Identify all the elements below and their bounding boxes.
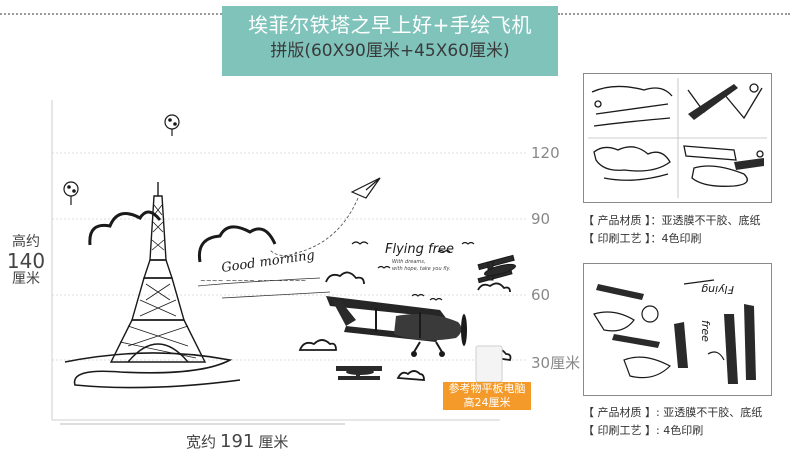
thumb2-free-text: free — [699, 320, 712, 342]
small-biplane-icon — [336, 366, 382, 380]
bird-icon — [429, 297, 443, 301]
script-line — [221, 291, 331, 299]
cloud-icon — [88, 210, 162, 246]
spec-material-1: 【 产品材质 】：亚透膜不干胶、底纸 — [583, 214, 761, 227]
good-morning-text: Good morning — [220, 248, 315, 276]
svg-text:~~~~ ~~~~~ ~~~ ~~~~~: ~~~~ ~~~~~ ~~~ ~~~~~ — [200, 277, 307, 285]
scale-label-120: 120 — [531, 144, 560, 162]
spec-material-2: 【 产品材质 】: 亚透膜不干胶、底纸 — [583, 406, 763, 419]
plane-trail — [269, 197, 359, 256]
paper-plane-icon — [350, 177, 381, 199]
reference-line-1: 参考物平板电脑 — [448, 382, 526, 395]
flying-free-sub-1: With dreams, — [392, 259, 426, 265]
width-prefix: 宽约 — [186, 433, 217, 451]
spec-block-2: 【 产品材质 】: 亚透膜不干胶、底纸 【 印刷工艺 】: 4色印刷 — [583, 404, 762, 440]
width-unit: 厘米 — [258, 433, 289, 451]
spec-block-1: 【 产品材质 】：亚透膜不干胶、底纸 【 印刷工艺 】：4色印刷 — [583, 212, 761, 248]
cloud-icon — [325, 271, 365, 285]
scale-label-60: 60 — [531, 286, 551, 304]
scale-label-30: 30厘米 — [531, 354, 581, 372]
balloon-icon — [63, 181, 79, 205]
height-unit: 厘米 — [12, 271, 40, 288]
dotted-divider-left — [0, 13, 222, 15]
flying-free-sub-2: with hope, take you fly. — [392, 266, 451, 272]
sheet-preview-1-art — [588, 78, 767, 198]
sheet-preview-2-art: Flying free — [593, 279, 756, 384]
height-label: 高约 140 厘米 — [0, 234, 52, 288]
swirl-base — [64, 352, 241, 389]
title-line-1: 埃菲尔铁塔之早上好+手绘飞机 — [248, 13, 532, 37]
title-line-2: 拼版(60X90厘米+45X60厘米) — [270, 41, 510, 61]
bird-icon — [377, 265, 391, 269]
scale-label-90: 90 — [531, 210, 551, 228]
flying-free-text: Flying free — [385, 242, 454, 257]
big-biplane-icon — [326, 296, 467, 357]
reference-line-2: 高24厘米 — [463, 396, 511, 409]
reference-object-label: 参考物平板电脑 高24厘米 — [443, 382, 531, 410]
bird-icon — [411, 293, 425, 297]
height-prefix: 高约 — [12, 234, 40, 250]
eiffel-tower — [109, 182, 207, 363]
balloon-icon — [164, 114, 180, 136]
title-banner: 埃菲尔铁塔之早上好+手绘飞机 拼版(60X90厘米+45X60厘米) — [222, 6, 558, 76]
sheet-preview-1 — [583, 73, 772, 203]
height-value: 140 — [6, 249, 46, 274]
bird-icon — [351, 241, 369, 245]
cloud-icon — [477, 282, 511, 293]
cloud-icon — [298, 339, 337, 351]
bird-icon — [437, 249, 451, 253]
width-value: 191 — [220, 431, 255, 452]
sheet-preview-2: Flying free — [583, 263, 772, 396]
cloud-icon — [396, 370, 425, 381]
dotted-divider-right — [558, 13, 790, 15]
spec-process-1: 【 印刷工艺 】：4色印刷 — [583, 232, 702, 245]
tablet-reference — [475, 345, 503, 383]
spec-process-2: 【 印刷工艺 】: 4色印刷 — [583, 424, 704, 437]
cloud-icon — [197, 225, 277, 263]
script-line — [197, 277, 321, 287]
small-biplane-icon — [477, 254, 516, 284]
thumb2-flying-text: Flying — [701, 283, 734, 296]
bird-icon — [461, 241, 475, 245]
